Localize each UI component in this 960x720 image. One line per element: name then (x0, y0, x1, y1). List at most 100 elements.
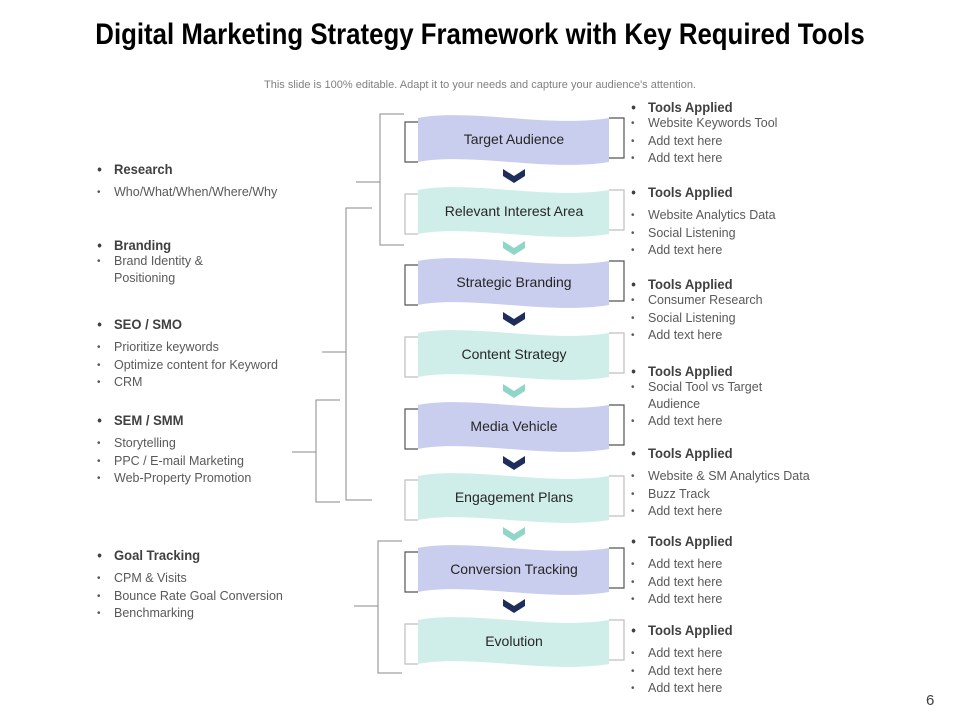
right-group-heading: Tools Applied (631, 622, 843, 638)
chevron-down-icon (503, 456, 525, 470)
right-group-item: Add text here (631, 413, 858, 431)
banner-left-tab (404, 264, 418, 306)
right-group-item: Add text here (631, 680, 858, 698)
chevron-down-icon (503, 312, 525, 326)
right-group-heading: Tools Applied (631, 533, 843, 549)
stage-banner (418, 330, 609, 380)
banner-right-tab (609, 404, 625, 446)
right-group-item: Website & SM Analytics Data (631, 468, 858, 486)
stage-label: Content Strategy (461, 346, 567, 362)
stage-label: Relevant Interest Area (444, 203, 584, 219)
left-group-heading: SEO / SMO (97, 316, 300, 332)
left-group-item: Optimize content for Keyword (97, 357, 314, 375)
right-group-heading: Tools Applied (631, 184, 843, 200)
right-group-item: Buzz Track (631, 486, 858, 504)
right-group-item: Social Listening (631, 310, 858, 328)
right-group-item: Add text here (631, 242, 858, 260)
right-group-tools-7: Tools Applied Add text here Add text her… (631, 622, 858, 698)
right-group-item: Add text here (631, 663, 858, 681)
banner-right-tab (609, 547, 625, 589)
bracket-research (356, 113, 404, 246)
stage-banner (418, 473, 609, 523)
right-group-heading: Tools Applied (631, 276, 843, 292)
right-group-heading: Tools Applied (631, 363, 843, 379)
right-group-item: Consumer Research (631, 292, 858, 310)
right-group-item: Social Listening (631, 225, 858, 243)
banner-right-tab (609, 475, 625, 517)
banner-left-tab (404, 408, 418, 450)
bracket-seo-smo (322, 207, 372, 501)
banner-left-tab (404, 551, 418, 593)
right-group-item: Add text here (631, 556, 858, 574)
right-group-item: Website Analytics Data (631, 207, 858, 225)
banner-right-tab (609, 117, 625, 159)
chevron-down-icon (503, 384, 525, 398)
right-group-item: Add text here (631, 503, 858, 521)
right-group-tools-1: Tools Applied Website Keywords Tool Add … (631, 99, 858, 168)
stage-banner (418, 115, 609, 165)
banner-right-tab (609, 619, 625, 661)
right-group-item: Add text here (631, 150, 858, 168)
left-group-item: Who/What/When/Where/Why (97, 184, 314, 202)
left-group-seo-smo: SEO / SMO Prioritize keywords Optimize c… (97, 316, 314, 392)
chevron-down-icon (503, 169, 525, 183)
left-group-item: Storytelling (97, 435, 314, 453)
stage-label: Evolution (485, 633, 543, 649)
chevron-down-icon (503, 599, 525, 613)
right-group-tools-3: Tools Applied Consumer Research Social L… (631, 276, 858, 345)
stage-banner (418, 258, 609, 308)
left-group-item: Bounce Rate Goal Conversion (97, 588, 314, 606)
left-group-heading: Branding (97, 237, 300, 253)
stage-label: Media Vehicle (470, 418, 558, 434)
slide-title: Digital Marketing Strategy Framework wit… (95, 18, 865, 51)
bracket-goal-tracking (354, 540, 402, 674)
right-group-heading: Tools Applied (631, 99, 843, 115)
right-group-tools-6: Tools Applied Add text here Add text her… (631, 533, 858, 609)
right-group-tools-2: Tools Applied Website Analytics Data Soc… (631, 184, 858, 260)
stage-label: Target Audience (463, 131, 565, 147)
right-group-tools-5: Tools Applied Website & SM Analytics Dat… (631, 445, 858, 521)
stage-banner (418, 187, 609, 237)
left-group-item: Benchmarking (97, 605, 314, 623)
left-group-item: CPM & Visits (97, 570, 314, 588)
stage-banner (418, 402, 609, 452)
banner-left-tab (404, 336, 418, 378)
banner-right-tab (609, 332, 625, 374)
stage-banner (418, 545, 609, 595)
chevron-down-icon (503, 527, 525, 541)
right-group-item: Website Keywords Tool (631, 115, 858, 133)
right-group-item: Add text here (631, 645, 858, 663)
stage-label: Strategic Branding (456, 274, 572, 290)
right-group-tools-4: Tools Applied Social Tool vs Target Audi… (631, 363, 858, 431)
banner-left-tab (404, 479, 418, 521)
stage-label: Engagement Plans (454, 489, 574, 505)
left-group-research: Research Who/What/When/Where/Why (97, 161, 314, 202)
right-group-item: Add text here (631, 133, 858, 151)
right-group-item: Social Tool vs Target Audience (631, 379, 788, 413)
left-group-item: PPC / E-mail Marketing (97, 453, 314, 471)
banner-right-tab (609, 189, 625, 231)
page-number: 6 (926, 692, 935, 709)
chevron-down-icon (503, 241, 525, 255)
banner-left-tab (404, 623, 418, 665)
banner-left-tab (404, 121, 418, 163)
right-group-item: Add text here (631, 327, 858, 345)
left-group-item: Brand Identity & Positioning (97, 253, 234, 287)
left-group-heading: SEM / SMM (97, 412, 300, 428)
left-group-item: CRM (97, 374, 314, 392)
right-group-item: Add text here (631, 574, 858, 592)
left-group-item: Web-Property Promotion (97, 470, 314, 488)
left-group-branding: Branding Brand Identity & Positioning (97, 237, 314, 287)
left-group-item: Prioritize keywords (97, 339, 314, 357)
left-group-heading: Goal Tracking (97, 547, 300, 563)
banner-right-tab (609, 260, 625, 302)
right-group-item: Add text here (631, 591, 858, 609)
left-group-heading: Research (97, 161, 300, 177)
stage-banner (418, 617, 609, 667)
left-group-sem-smm: SEM / SMM Storytelling PPC / E-mail Mark… (97, 412, 314, 488)
stage-label: Conversion Tracking (450, 561, 578, 577)
right-group-heading: Tools Applied (631, 445, 843, 461)
slide-subtitle: This slide is 100% editable. Adapt it to… (264, 79, 696, 91)
banner-left-tab (404, 193, 418, 235)
